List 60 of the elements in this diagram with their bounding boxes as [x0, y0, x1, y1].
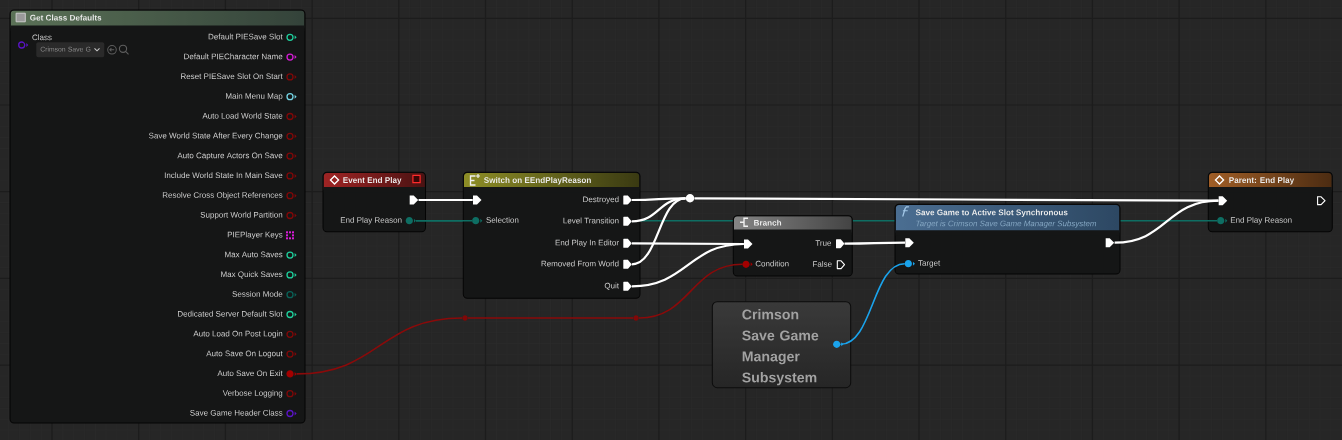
wire [631, 197, 686, 223]
wire [415, 219, 473, 222]
node-title: Switch on EEndPlayReason [484, 177, 591, 185]
pin-label: Destroyed [583, 196, 619, 204]
pin-label: Condition [755, 260, 789, 267]
pin-label: Auto Save On Exit [217, 370, 283, 377]
wire [631, 242, 744, 288]
pin-label: False [813, 260, 832, 267]
wire [839, 262, 906, 346]
node-title: Parent: End Play [1229, 177, 1295, 185]
exec-pin [905, 238, 914, 248]
pin-label: Default PIESave Slot [208, 33, 283, 40]
node-title: Branch [754, 219, 782, 226]
exec-pin [1218, 196, 1228, 206]
wire [844, 241, 906, 245]
pin-label: Resolve Cross Object References [162, 191, 283, 200]
pin-label: Auto Save On Logout [206, 350, 283, 358]
pin-label: Support World Partition [200, 211, 283, 220]
pin-label: End Play Reason [1230, 216, 1292, 225]
node-title: Event End Play [343, 177, 402, 185]
wire [638, 263, 744, 319]
pin-label: Auto Load On Post Login [193, 330, 283, 338]
pin-label: Reset PIESave Slot On Start [181, 73, 283, 80]
node-title: Save Game to Active Slot Synchronous [915, 209, 1068, 217]
pin-label: Save Game Header Class [190, 409, 283, 416]
wire [467, 317, 634, 319]
exec-pin [1105, 238, 1115, 248]
pin-label: End Play In Editor [555, 239, 619, 247]
pin-label: Class [32, 34, 52, 41]
pin-label: PIEPlayer Keys [227, 231, 283, 239]
pin-label: Auto Capture Actors On Save [177, 152, 283, 160]
wire [631, 197, 686, 266]
pin-label: Max Quick Saves [221, 271, 283, 279]
pin-label: Dedicated Server Default Slot [178, 310, 283, 317]
node-title: Get Class Defaults [30, 14, 102, 21]
literal-node [711, 301, 852, 389]
exec-pin [744, 239, 753, 249]
wire [418, 198, 473, 202]
pin-label: Level Transition [563, 217, 619, 224]
pin-label: Target [918, 260, 941, 268]
wire [295, 317, 463, 375]
exec-pin [409, 195, 419, 205]
pin-label: True [815, 240, 832, 246]
pin-label: Include World State In Main Save [164, 172, 283, 179]
pin-label: Default PIECharacter Name [184, 53, 283, 60]
exec-pin [1317, 196, 1326, 206]
pin-label: Session Mode [232, 290, 283, 297]
pin-label: Max Auto Saves [225, 251, 283, 258]
pin-label: Quit [604, 282, 619, 290]
pin-label: Save World State After Every Change [148, 132, 283, 140]
pin-label: Selection [486, 216, 519, 223]
exec-pin [473, 195, 482, 205]
wire [1114, 199, 1219, 244]
pin-label: End Play Reason [340, 216, 402, 225]
pin-label: Auto Load World State [202, 112, 283, 119]
pin-label: Removed From World [541, 260, 619, 267]
pin-label: Verbose Logging [222, 389, 283, 398]
pin-label: Main Menu Map [226, 92, 283, 101]
node-label: Crimson Save Game Manager Subsystem [742, 309, 819, 386]
data-pin [833, 340, 844, 348]
